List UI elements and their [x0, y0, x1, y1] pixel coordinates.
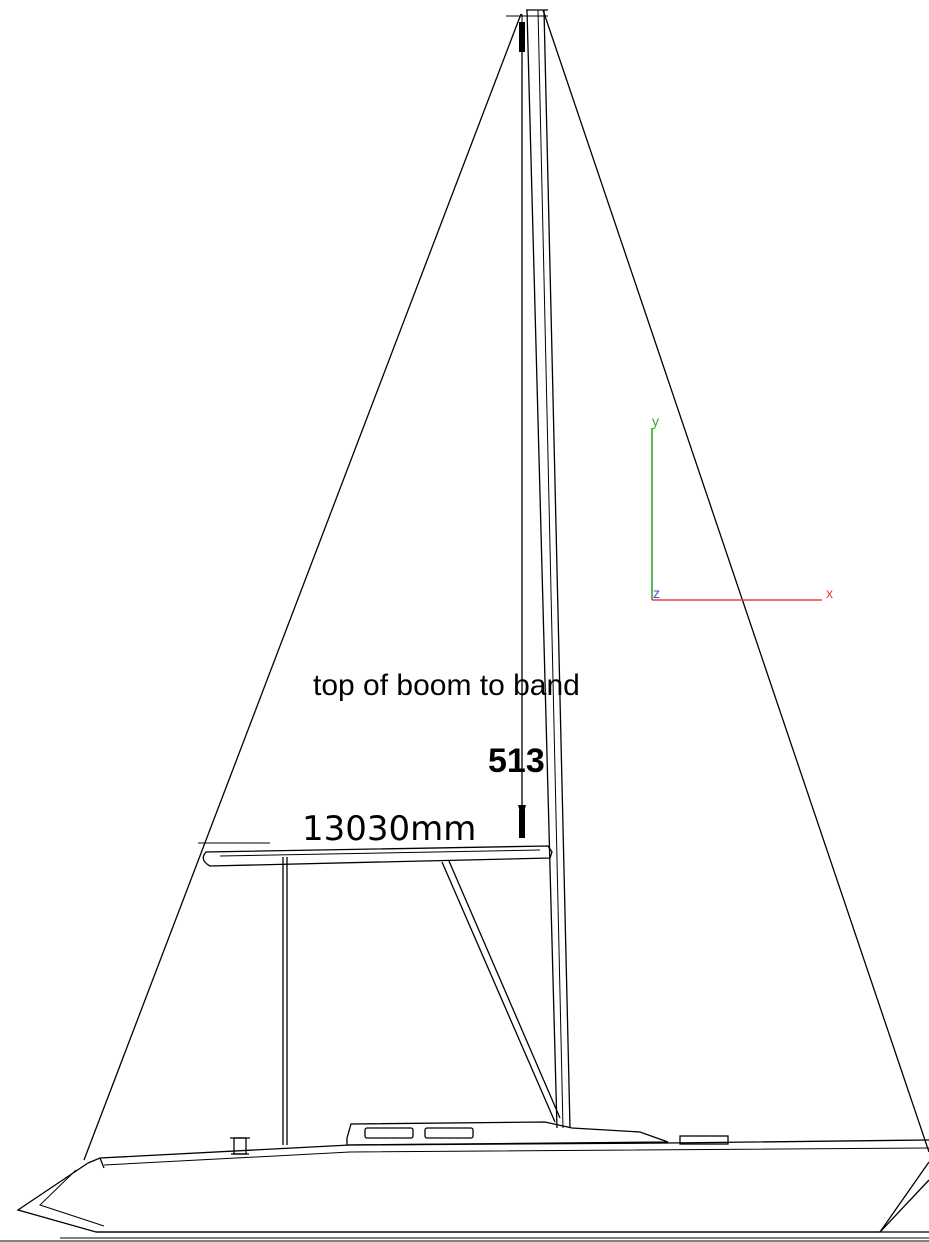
y-axis-label: y [652, 413, 659, 429]
length-label: 13030mm [302, 809, 476, 849]
stern-post [282, 857, 288, 1145]
description-label: top of boom to band [313, 669, 580, 702]
dimension-line [518, 52, 526, 838]
boom [198, 842, 553, 867]
masthead-fitting [519, 14, 525, 52]
foredeck-hatch [679, 1135, 729, 1145]
cabin-window-1 [364, 1127, 414, 1139]
backstay [542, 9, 929, 1153]
hull [0, 1139, 929, 1242]
boom-vang [441, 860, 561, 1123]
x-axis-label: x [826, 585, 833, 601]
z-axis-label: z [653, 585, 660, 601]
forestay [83, 13, 522, 1161]
axes-indicator: y x z [651, 413, 833, 601]
winch [230, 1137, 250, 1155]
mast [506, 9, 571, 1129]
dimension-value-label: 513 [488, 742, 545, 780]
cabin [346, 1121, 669, 1146]
cabin-window-2 [424, 1127, 474, 1139]
